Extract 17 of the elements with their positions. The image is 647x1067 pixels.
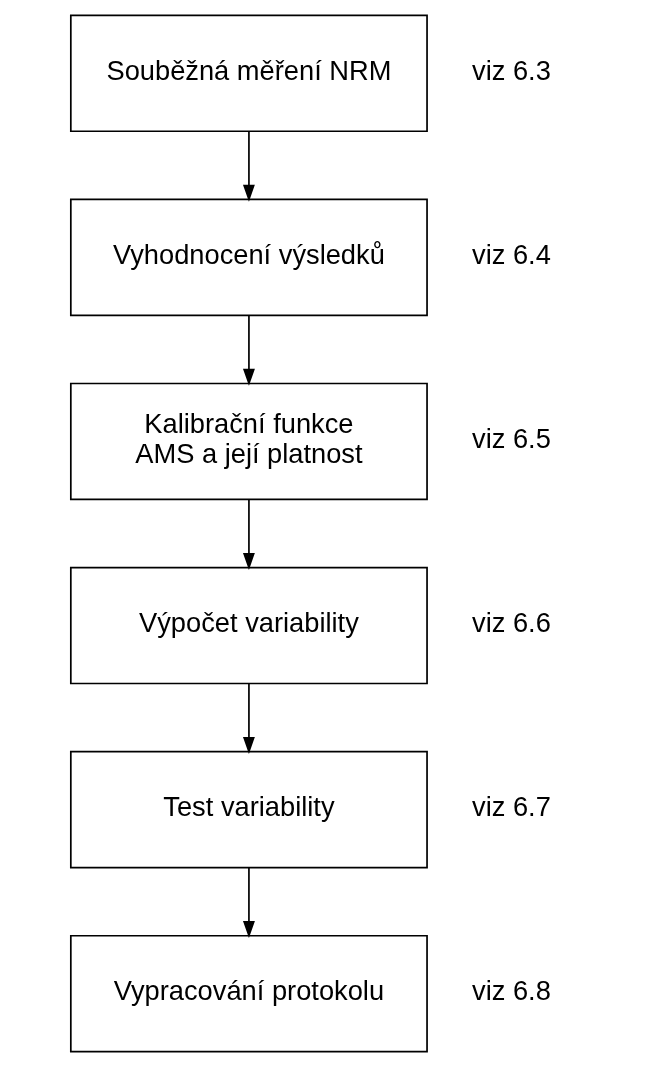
node-label: viz 6.8 (472, 975, 551, 1007)
node-box: Souběžná měření NRM (69, 14, 428, 133)
arrow (242, 314, 255, 386)
node-box: Výpočet variability (69, 566, 428, 685)
node-box: Kalibrační funkce AMS a její platnost (69, 382, 428, 501)
arrow (242, 867, 255, 939)
node-box: Vyhodnocení výsledků (69, 198, 428, 317)
node-label: viz 6.6 (472, 607, 551, 639)
arrow (242, 130, 255, 202)
node-label: viz 6.7 (472, 791, 551, 823)
node-label: viz 6.4 (472, 238, 551, 270)
node-label: viz 6.5 (472, 422, 551, 454)
arrow (242, 499, 255, 570)
node-box: Vypracování protokolu (69, 934, 428, 1053)
node-label: viz 6.3 (472, 54, 551, 86)
node-box: Test variability (69, 750, 428, 869)
arrow (242, 683, 255, 755)
